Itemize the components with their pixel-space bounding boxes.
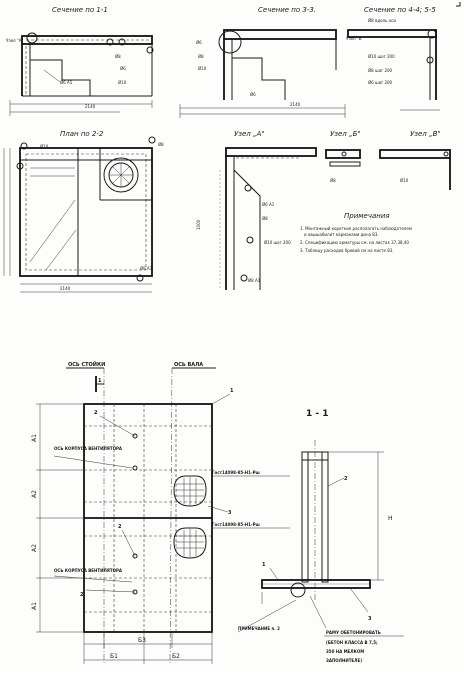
fan-axis-label-1: ОСЬ КОРПУСА ВЕНТИЛЯТОРА	[54, 446, 123, 451]
callout-1-top: 1	[230, 388, 234, 394]
note-line-1: 1. Монтажный короткие располагать наблюд…	[300, 226, 412, 231]
fan-opening-lower	[173, 527, 207, 559]
section-1-1-drawing: Ø6 А1 Ø8 Ø6 Ø10 Узел "А" 2140	[6, 32, 154, 116]
svg-text:Ø10: Ø10	[118, 80, 127, 85]
svg-text:Ø8: Ø8	[330, 178, 336, 183]
svg-text:Ø10: Ø10	[198, 66, 207, 71]
section-3-3-title: Сечение по 3-3.	[258, 6, 316, 14]
svg-text:Ø8: Ø8	[262, 216, 268, 221]
section-4-4-drawing: Ø8 вдоль оси Ø10 шаг 200 Ø8 шаг 200 Ø6 ш…	[346, 18, 440, 111]
svg-text:Узел "А": Узел "А"	[6, 38, 23, 43]
frame-concrete-note: РАМУ ОБЕТОНИРОВАТЬ (БЕТОН КЛАССА В 7,5; …	[309, 595, 404, 663]
top-sheet: Сечение по 1-1 Ø6 А1 Ø8 Ø6 Ø10 Узел "А"	[3, 2, 461, 293]
svg-text:Ø6: Ø6	[196, 40, 202, 45]
plan-2-2-title: План по 2-2	[60, 130, 104, 138]
note-line-3: 2. Спецификацию арматуры см. на листах 3…	[300, 240, 409, 245]
svg-text:Ø8: Ø8	[115, 54, 121, 59]
svg-text:Ø6 А1: Ø6 А1	[60, 80, 73, 85]
section-3-3-drawing: Ø6 Ø8 Ø10 Ø6 2140	[179, 29, 346, 118]
section-1-1-bottom-title: 1 - 1	[306, 409, 329, 419]
callout-3-section: 3	[368, 616, 372, 622]
svg-text:Ø6: Ø6	[250, 92, 256, 97]
svg-text:Ø8 шаг 200: Ø8 шаг 200	[368, 68, 393, 73]
svg-text:Ø8: Ø8	[158, 142, 164, 147]
axis-column-label: ОСЬ СТОЙКИ	[68, 360, 105, 368]
svg-text:Ø8: Ø8	[198, 54, 204, 59]
bottom-sheet: ОСЬ СТОЙКИ ОСЬ ВАЛА	[31, 360, 404, 665]
dim-b3: Б3	[138, 637, 146, 644]
node-v-drawing: Ø10	[379, 149, 451, 190]
svg-text:Ø8 вдоль оси: Ø8 вдоль оси	[368, 18, 396, 23]
svg-text:Ø10 шаг 200: Ø10 шаг 200	[368, 54, 395, 59]
note-reference: ПРИМЕЧАНИЕ п. 2	[238, 626, 280, 631]
section-4-4-title: Сечение по 4-4; 5-5	[364, 6, 436, 14]
node-a-drawing: Ø6 А1 Ø8 Ø10 шаг 200 Ø8 А1 1000	[196, 147, 317, 290]
node-b-title: Узел „Б"	[330, 130, 361, 138]
callout-1-section: 1	[262, 562, 266, 568]
svg-text:Ø10 шаг 200: Ø10 шаг 200	[264, 240, 291, 245]
dim-a1-top: А1	[31, 434, 38, 442]
svg-text:Ø6 шаг 200: Ø6 шаг 200	[368, 80, 393, 85]
callout-2-lower: 2	[80, 592, 84, 598]
svg-text:Узел "В": Узел "В"	[346, 36, 363, 41]
svg-text:Ø8 А1: Ø8 А1	[140, 266, 153, 271]
gost-label-upper: Гост14098-85-Н1-Рш	[212, 470, 260, 475]
dim-a1-bottom: А1	[31, 602, 38, 610]
dim-a2-lower: А2	[31, 544, 38, 552]
section-marker-1: 1	[98, 378, 102, 384]
svg-text:Ø6: Ø6	[120, 66, 126, 71]
notes-title: Примечания	[344, 212, 390, 220]
svg-text:1000: 1000	[196, 219, 201, 230]
dim-a2-upper: А2	[31, 490, 38, 498]
svg-text:Ø8 А1: Ø8 А1	[248, 278, 261, 283]
callout-3-plan: 3	[228, 510, 232, 516]
svg-text:Ø10: Ø10	[400, 178, 409, 183]
frame-note-line-4: ЗАПОЛНИТЕЛЕ)	[326, 658, 362, 663]
section-1-1-title: Сечение по 1-1	[52, 6, 108, 14]
note-line-4: 3. Таблицу расходов бревай см на листе 8…	[300, 248, 394, 253]
dim-b2: Б2	[172, 653, 180, 660]
plan-2-2-drawing: Ø8 Ø8 А1 Ø10 2140	[3, 136, 164, 293]
frame-note-line-2: (БЕТОН КЛАССА В 7,5;	[326, 640, 378, 645]
svg-text:Ø10: Ø10	[40, 144, 49, 149]
corner-mark	[456, 2, 461, 7]
svg-text:2140: 2140	[85, 104, 96, 109]
note-line-2: и овышабилит карманами дина 83.	[304, 232, 379, 237]
svg-text:2140: 2140	[60, 286, 71, 291]
svg-text:2140: 2140	[290, 102, 301, 107]
section-1-1-frame: Н 2 1 3	[261, 440, 393, 622]
node-a-title: Узел „А"	[234, 130, 265, 138]
dim-h: Н	[388, 515, 393, 522]
fan-axis-label-2: ОСЬ КОРПУСА ВЕНТИЛЯТОРА	[54, 568, 123, 573]
dim-b1: Б1	[110, 653, 118, 660]
node-v-title: Узел „В"	[410, 130, 441, 138]
callout-2-middle: 2	[118, 524, 122, 530]
frame-note-line-1: РАМУ ОБЕТОНИРОВАТЬ	[326, 630, 381, 635]
node-b-drawing: Ø8	[325, 149, 361, 183]
fan-opening-upper	[173, 475, 207, 507]
gost-label-lower: Гост14098-85-Н1-Рш	[212, 522, 260, 527]
callout-2-section: 2	[344, 476, 348, 482]
axis-shaft-label: ОСЬ ВАЛА	[174, 362, 203, 368]
callout-2-upper: 2	[94, 410, 98, 416]
frame-note-line-3: 350 НА МЕЛКОМ	[326, 649, 364, 654]
svg-text:Ø6 А1: Ø6 А1	[262, 202, 275, 207]
